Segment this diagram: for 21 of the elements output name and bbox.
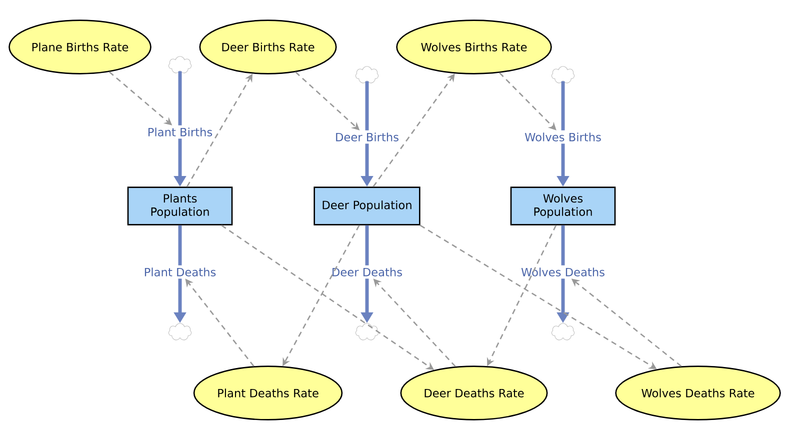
- flow-label: Wolves Deaths: [519, 266, 607, 278]
- flow-line: [365, 81, 369, 130]
- flow-label: Plant Births: [145, 126, 215, 138]
- cloud-icon: [552, 323, 574, 340]
- cloud-icon: [552, 66, 574, 84]
- flow-line: [178, 71, 182, 126]
- cloud-icon: [356, 66, 378, 84]
- flow-line: [178, 225, 182, 266]
- stock-box: Plants Population: [127, 186, 233, 226]
- flow-line: [561, 225, 565, 266]
- flow-label: Wolves Births: [522, 130, 604, 144]
- stock-box: Deer Population: [314, 186, 420, 226]
- cloud-icon: [168, 323, 192, 340]
- flow-label: Plant Deaths: [142, 266, 218, 278]
- cloud-icon: [356, 323, 378, 340]
- flow-label: Deer Births: [332, 130, 402, 144]
- flow-line: [365, 225, 369, 266]
- flow-line: [561, 81, 565, 130]
- cloud-icon: [168, 56, 192, 74]
- flow-label: Deer Deaths: [329, 266, 405, 278]
- stock-box: Wolves Population: [510, 186, 616, 226]
